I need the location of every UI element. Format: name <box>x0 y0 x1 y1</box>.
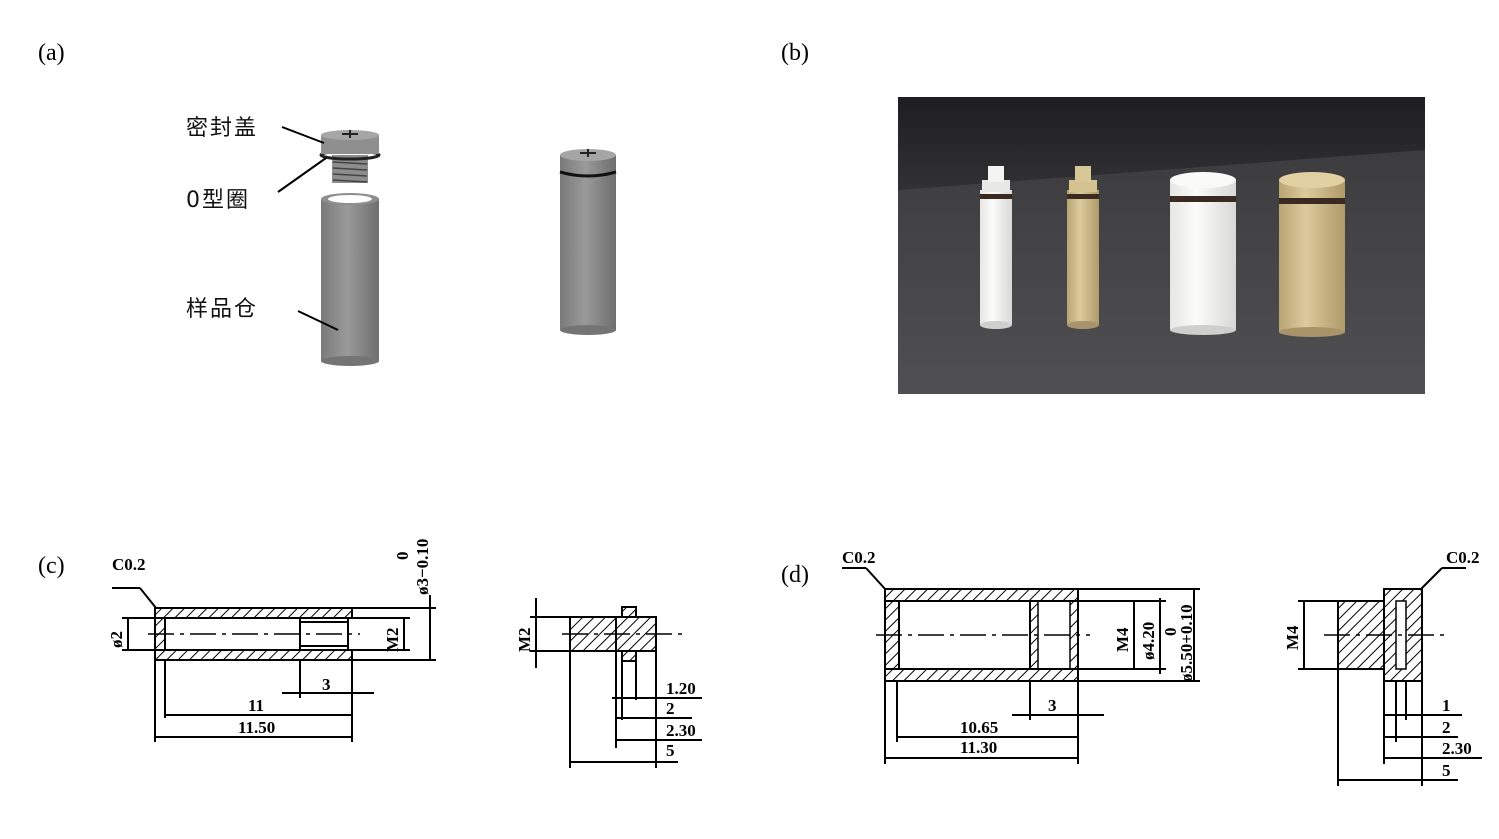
panel-b: (b) <box>781 40 1425 394</box>
assembled-o-ring <box>559 170 617 178</box>
callout-sample-chamber: 样品仓 <box>186 297 258 322</box>
small-peek-cell <box>1067 166 1099 329</box>
photo <box>898 97 1425 394</box>
c-len-total: 11.50 <box>238 718 275 737</box>
panel-a-label: (a) <box>38 40 65 66</box>
drawing-c-chamber: C0.2 ø2 M2 ø3−0.10 0 3 <box>107 539 436 742</box>
c-bore: ø2 <box>107 631 126 648</box>
callout-o-ring: 0型圈 <box>186 188 250 213</box>
small-ptfe-cell <box>980 166 1012 329</box>
sample-chamber-opening <box>328 195 372 203</box>
c-len-inner: 11 <box>248 696 264 715</box>
d-len-inner: 10.65 <box>960 718 998 737</box>
callout-sealing-cap: 密封盖 <box>186 116 258 141</box>
d-cap-4: 5 <box>1442 761 1451 780</box>
d-bore: ø4.20 <box>1139 622 1158 660</box>
d-outer: ø5.50+0.10 <box>1177 604 1196 682</box>
panel-c: (c) C0.2 ø2 M2 ø3−0.10 <box>38 539 702 768</box>
d-cap-1: 1 <box>1442 696 1451 715</box>
sealing-cap-head <box>321 135 379 154</box>
exploded-cell: 密封盖 0型圈 样品仓 <box>186 116 381 366</box>
drawing-d-cap: C0.2 M4 1 2 2.30 5 <box>1283 548 1482 786</box>
c-outer: ø3−0.10 <box>413 539 432 595</box>
assembled-cell <box>559 149 617 335</box>
assembled-body <box>560 155 616 330</box>
c-cap-4: 5 <box>666 741 675 760</box>
drawing-c-cap: M2 1.20 2 2.30 5 <box>515 598 702 768</box>
panel-c-label: (c) <box>38 553 65 579</box>
c-cap-2: 2 <box>666 699 675 718</box>
sample-chamber-bottom <box>321 356 379 366</box>
c-thread: M2 <box>383 627 402 652</box>
leader-sample-chamber <box>297 310 339 331</box>
c-cap-1: 1.20 <box>666 679 696 698</box>
d-tol: 0 <box>1161 628 1180 637</box>
c-cap-3: 2.30 <box>666 721 696 740</box>
panel-a: (a) 密封盖 0型圈 样品仓 <box>38 40 617 366</box>
sample-chamber-body <box>321 199 379 361</box>
d-cap-chamfer: C0.2 <box>1446 548 1480 567</box>
d-chamfer: C0.2 <box>842 548 876 567</box>
drawing-d-chamber: C0.2 M4 ø4.20 0 ø5.50+0.10 3 10.65 11.30 <box>842 548 1200 764</box>
d-cap-thread: M4 <box>1283 625 1302 650</box>
large-peek-cell <box>1279 172 1345 337</box>
d-thread-len: 3 <box>1048 696 1057 715</box>
c-tol: 0 <box>393 552 412 561</box>
d-cap-2: 2 <box>1442 718 1451 737</box>
panel-b-label: (b) <box>781 40 809 66</box>
d-thread: M4 <box>1113 627 1132 652</box>
leader-sealing-cap <box>281 126 325 144</box>
c-thread-len: 3 <box>322 675 331 694</box>
large-ptfe-cell <box>1170 172 1236 335</box>
c-cap-thread: M2 <box>515 627 534 652</box>
panel-d: (d) C0.2 M4 ø4.20 0 ø5.50+0.10 <box>781 548 1482 786</box>
panel-d-label: (d) <box>781 562 809 588</box>
d-cap-3: 2.30 <box>1442 739 1472 758</box>
d-len-total: 11.30 <box>960 738 997 757</box>
leader-o-ring <box>277 157 327 193</box>
c-chamfer: C0.2 <box>112 555 146 574</box>
